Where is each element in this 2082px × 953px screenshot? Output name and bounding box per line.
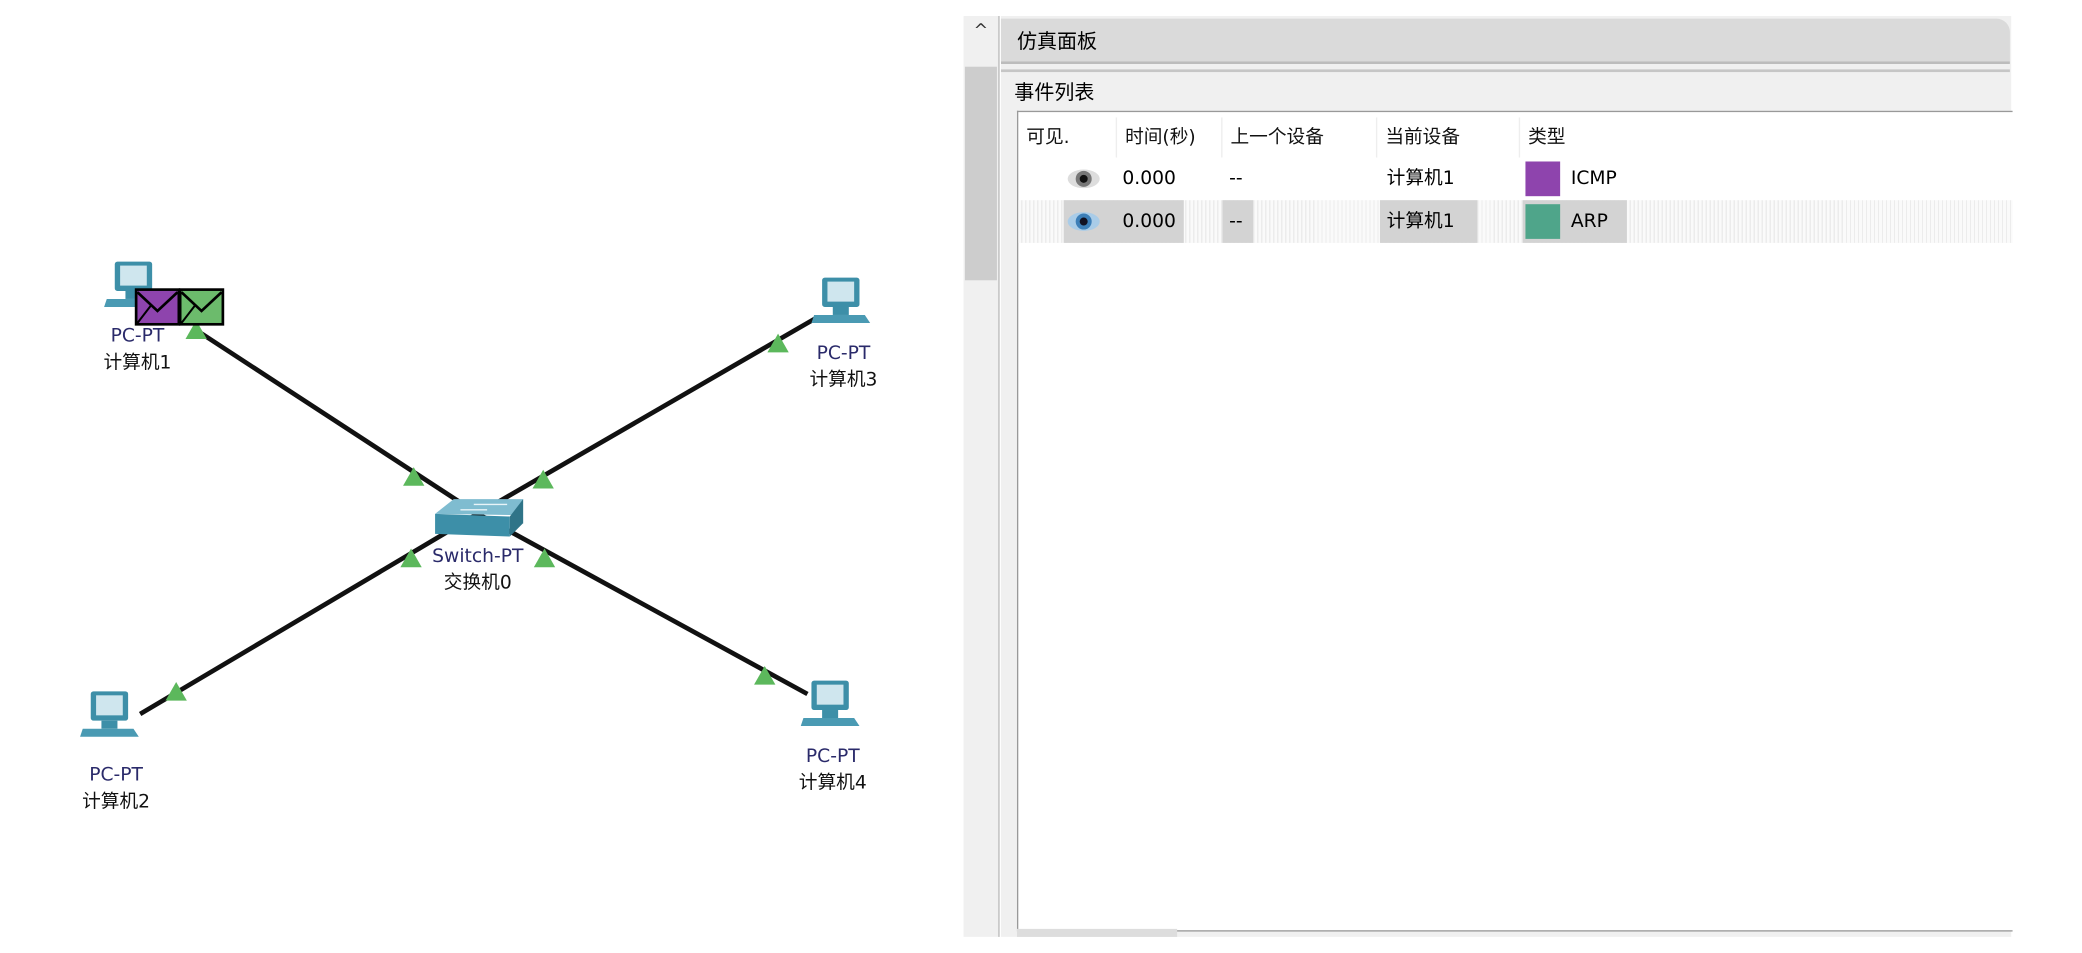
type-color-swatch: [1525, 161, 1561, 197]
arp-envelope-icon: [178, 288, 225, 326]
scroll-up-button[interactable]: ^: [973, 21, 989, 42]
link-light: [185, 320, 207, 339]
event-list-table: 可见. 时间(秒) 上一个设备 当前设备 类型 0.000 -- 计算机1 IC…: [1016, 110, 2013, 932]
link-light: [533, 548, 556, 568]
pc2-icon: [80, 691, 139, 737]
column-header-type[interactable]: 类型: [1528, 126, 1566, 149]
column-header-last-device[interactable]: 上一个设备: [1222, 117, 1378, 158]
event-current-device: 计算机1: [1379, 200, 1478, 243]
column-header-current-device[interactable]: 当前设备: [1377, 117, 1521, 158]
event-type: ARP: [1570, 210, 1608, 233]
link-light: [532, 469, 554, 489]
link-pc2-switch: [138, 511, 479, 717]
link-light: [403, 467, 425, 486]
event-current-device: 计算机1: [1386, 168, 1455, 190]
event-list-label: 事件列表: [1000, 69, 2010, 109]
column-header-time[interactable]: 时间(秒): [1117, 117, 1223, 158]
link-pc4-switch: [476, 511, 809, 697]
icmp-envelope-icon: [134, 288, 181, 326]
switch-icon: [435, 499, 524, 537]
eye-icon[interactable]: [1066, 211, 1101, 232]
event-row[interactable]: 0.000 -- 计算机1 ICMP: [1018, 157, 2012, 200]
horizontal-scrollbar[interactable]: [1016, 928, 1178, 937]
simulation-panel: 仿真面板 事件列表 可见. 时间(秒) 上一个设备 当前设备 类型 0.000 …: [1000, 16, 2013, 937]
eye-icon[interactable]: [1066, 168, 1101, 189]
event-last-device: --: [1229, 168, 1243, 190]
type-color-swatch: [1525, 204, 1561, 239]
event-type: ICMP: [1570, 168, 1617, 190]
event-last-device: --: [1222, 200, 1254, 243]
link-pc3-switch: [476, 315, 818, 516]
column-header-visible[interactable]: 可见.: [1018, 117, 1118, 158]
link-light: [165, 681, 187, 701]
event-time: 0.000: [1122, 168, 1176, 190]
link-light: [754, 665, 776, 685]
scroll-thumb[interactable]: [964, 66, 997, 281]
link-light: [400, 548, 422, 568]
event-time: 0.000: [1122, 210, 1176, 233]
vertical-scrollbar[interactable]: ^: [963, 16, 1000, 937]
pc3-icon: [811, 277, 871, 323]
pc4-icon: [800, 680, 860, 727]
link-light: [767, 333, 789, 353]
topology-canvas: [80, 261, 871, 737]
event-row-selected[interactable]: 0.000 -- 计算机1 ARP: [1018, 200, 2013, 243]
link-pc1-switch: [196, 329, 480, 516]
panel-title: 仿真面板: [1000, 18, 2010, 65]
